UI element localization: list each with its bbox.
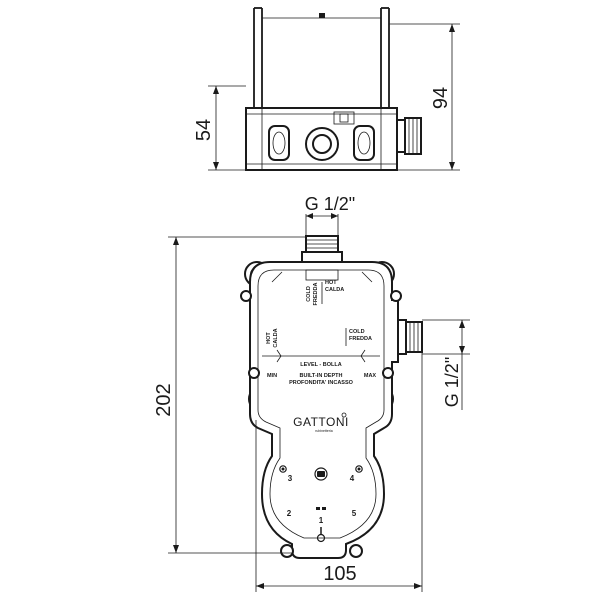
dimension-label-94: 94 <box>430 87 452 109</box>
dimension-label-top-outlet: G 1/2" <box>305 194 355 214</box>
dimension-202: 202 <box>153 236 306 554</box>
label-max: MAX <box>364 373 377 379</box>
side-elevation <box>245 7 422 171</box>
dimension-label-side-outlet: G 1/2" <box>442 357 462 407</box>
dial-number-3: 3 <box>288 474 293 483</box>
label-calda-top: CALDA <box>325 287 344 293</box>
dial-number-1: 1 <box>319 516 324 525</box>
dimension-side-outlet: G 1/2" <box>422 319 470 410</box>
label-calda-left: CALDA <box>273 328 279 347</box>
brand-sub: rubinetteria <box>315 429 333 433</box>
label-cold-right: COLD <box>349 329 365 335</box>
dial-number-2: 2 <box>287 509 292 518</box>
label-fredda-top: FREDDA <box>313 283 319 306</box>
label-hot-top: HOT <box>325 280 337 286</box>
dimension-top-outlet: G 1/2" <box>305 194 355 236</box>
label-min: MIN <box>267 373 277 379</box>
dimension-105: 105 <box>255 352 423 592</box>
label-cold-top: COLD <box>306 286 312 302</box>
label-profondita-incasso: PROFONDITA' INCASSO <box>289 380 354 386</box>
label-fredda-right: FREDDA <box>349 336 372 342</box>
label-built-in-depth: BUILT-IN DEPTH <box>300 373 343 379</box>
dial-number-5: 5 <box>352 509 357 518</box>
label-level-bolla: LEVEL - BOLLA <box>300 362 341 368</box>
dial-mark-4 <box>355 465 363 473</box>
dimension-94: 94 <box>389 23 460 171</box>
brand-name: GATTONI <box>293 415 349 429</box>
body-labels: HOT CALDA COLD FREDDA HOT CALDA COLD FRE… <box>262 280 380 433</box>
label-hot-left: HOT <box>266 332 272 344</box>
top-outlet-fitting <box>301 235 343 263</box>
dimension-label-54: 54 <box>193 119 215 141</box>
dial-number-4: 4 <box>350 474 355 483</box>
dimension-label-202: 202 <box>153 383 175 416</box>
dial-mark-3 <box>279 465 287 473</box>
dimension-label-105: 105 <box>323 563 356 585</box>
dial-mark-1 <box>316 527 326 543</box>
dial: 1 2 3 4 5 <box>279 465 363 543</box>
mixer-body <box>240 261 402 559</box>
dimension-54: 54 <box>193 85 246 171</box>
side-outlet-fitting <box>397 319 423 355</box>
